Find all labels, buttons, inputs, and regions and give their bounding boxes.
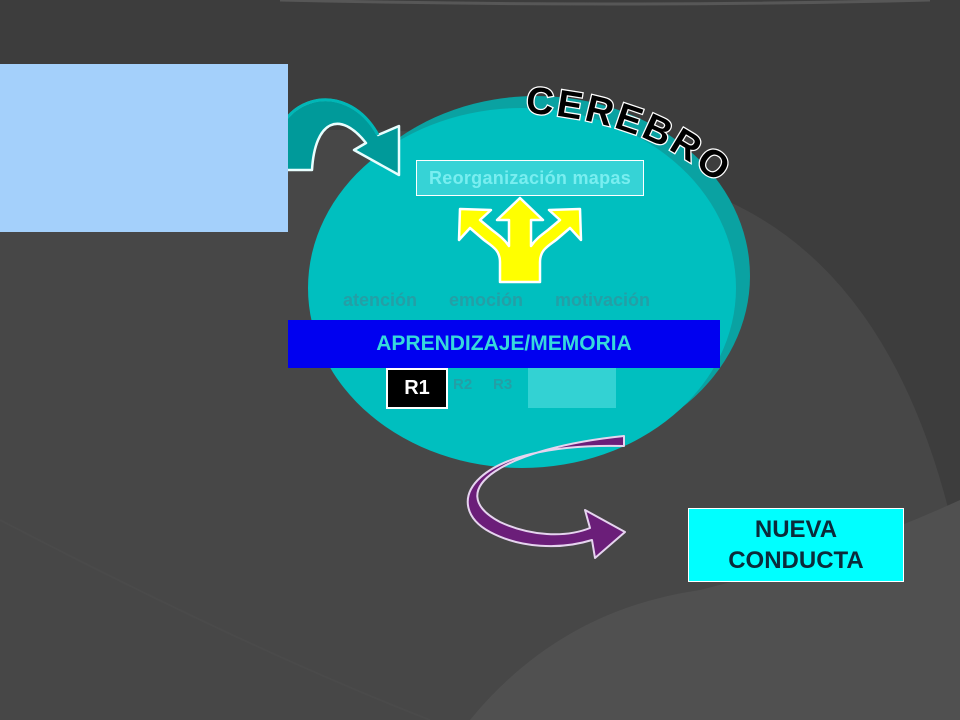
new-behavior-line2: CONDUCTA bbox=[728, 547, 864, 574]
factor-emotion: emoción bbox=[449, 290, 524, 310]
response-r2: R2 bbox=[453, 376, 473, 393]
factor-motivation: motivación bbox=[555, 290, 651, 310]
factor-attention: atención bbox=[343, 290, 418, 310]
new-behavior-line1: NUEVA bbox=[754, 516, 838, 543]
three-way-yellow-arrow-icon bbox=[457, 196, 583, 284]
response-r1-label: R1 bbox=[404, 377, 430, 399]
info-panel bbox=[0, 64, 288, 232]
curved-purple-arrow-icon bbox=[466, 435, 626, 559]
learning-memory-bar: APRENDIZAJE/MEMORIA bbox=[288, 320, 720, 368]
response-r3: R3 bbox=[493, 376, 513, 393]
response-r1: R1 bbox=[386, 368, 448, 409]
response-slot-box bbox=[528, 368, 616, 408]
reorganization-box: Reorganización mapas bbox=[416, 160, 644, 196]
new-behavior-box: NUEVA CONDUCTA bbox=[688, 508, 904, 582]
learning-memory-label: APRENDIZAJE/MEMORIA bbox=[376, 332, 632, 355]
reorganization-label: Reorganización mapas bbox=[428, 167, 632, 188]
